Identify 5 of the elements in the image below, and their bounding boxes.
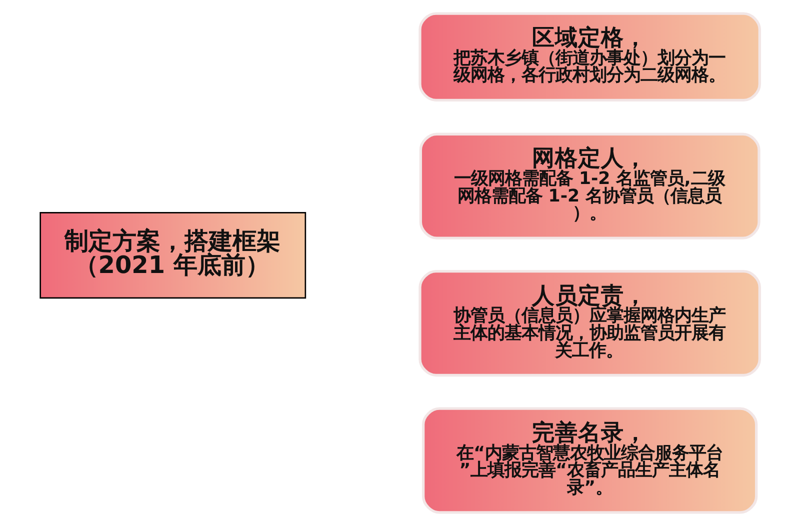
node-box: 制定方案，搭建框架（2021 年底前） [39,212,306,299]
node-box: 完善名录， 在“内蒙古智慧农牧业综合服务平台”上填报完善“农畜产品生产主体名录”。 [421,407,758,514]
node-box: 网格定人， 一级网格需配备 1-2 名监管员,二级网格需配备 1-2 名协管员（信息员）。 [418,132,760,240]
node-box: 人员定责， 协管员（信息员）应掌握网格内生产主体的基本情况，协助监管员开展有关工作。 [418,270,760,377]
node-box: 区域定格， 把苏木乡镇（街道办事处）划分为一级网格，各行政村划分为二级网格。 [418,12,760,102]
